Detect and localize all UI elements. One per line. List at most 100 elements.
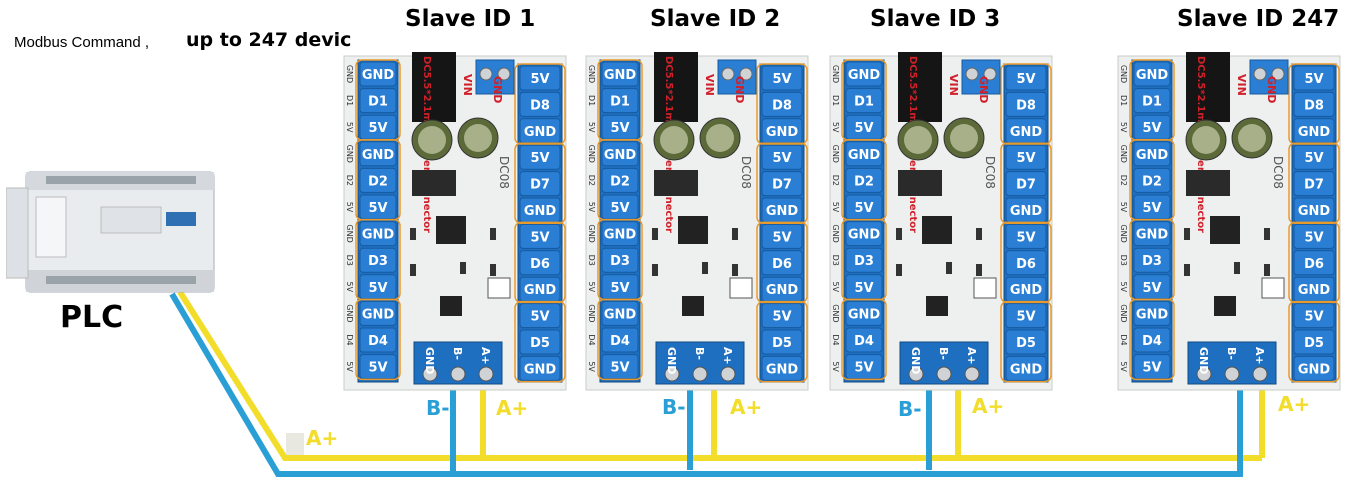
- terminal-label: GND: [1298, 362, 1331, 377]
- silkscreen-label: 5V: [345, 122, 354, 133]
- terminal-label: D1: [368, 95, 388, 110]
- terminal-label: D6: [772, 257, 792, 272]
- silkscreen-label: D1: [345, 95, 354, 106]
- silkscreen-label: 5V: [1119, 282, 1128, 293]
- terminal-label: GND: [362, 307, 395, 322]
- rs485-terminal-label: GND: [423, 347, 436, 374]
- terminal-label: 5V: [530, 72, 549, 87]
- terminal-label: 5V: [1304, 151, 1323, 166]
- terminal-label: D6: [1016, 257, 1036, 272]
- mcu-chip: [922, 216, 952, 244]
- plc-device: [6, 152, 224, 300]
- rs485-terminal-label: GND: [665, 347, 678, 374]
- capacitor-top: [464, 124, 492, 152]
- terminal-label: D3: [368, 254, 388, 269]
- silkscreen-label: 5V: [587, 282, 596, 293]
- terminal-label: GND: [1136, 307, 1169, 322]
- screw-icon: [965, 367, 979, 381]
- terminal-label: GND: [766, 283, 799, 298]
- regulator-chip: [654, 170, 698, 196]
- silkscreen-label: D3: [587, 255, 596, 266]
- silkscreen-label: GND: [345, 224, 354, 242]
- vin-label: VIN: [947, 74, 960, 96]
- silkscreen-label: D3: [831, 255, 840, 266]
- screw-icon: [451, 367, 465, 381]
- slave-2-title: Slave ID 2: [650, 6, 780, 32]
- terminal-label: GND: [604, 307, 637, 322]
- silkscreen-label: D2: [345, 175, 354, 186]
- terminal-label: GND: [524, 125, 557, 140]
- terminal-label: GND: [1010, 204, 1043, 219]
- slave-247-title: Slave ID 247: [1177, 6, 1339, 32]
- rs485-terminal-label: GND: [909, 347, 922, 374]
- terminal-label: 5V: [530, 230, 549, 245]
- terminal-label: GND: [524, 204, 557, 219]
- silkscreen-label: 5V: [831, 361, 840, 372]
- terminal-label: 5V: [1304, 310, 1323, 325]
- smd-part: [896, 228, 902, 240]
- terminal-label: 5V: [854, 281, 873, 296]
- terminal-label: D2: [368, 174, 388, 189]
- rs485-terminal-label: A+: [479, 347, 492, 365]
- rs485-terminal-label: A+: [1253, 347, 1266, 365]
- terminal-label: D1: [1142, 95, 1162, 110]
- terminal-label: GND: [1298, 204, 1331, 219]
- regulator-chip: [898, 170, 942, 196]
- silkscreen-label: 5V: [831, 122, 840, 133]
- silkscreen-label: D1: [1119, 95, 1128, 106]
- smd-part: [702, 262, 708, 274]
- mcu-chip: [678, 216, 708, 244]
- smd-part: [946, 262, 952, 274]
- terminal-label: D2: [610, 174, 630, 189]
- capacitor-top: [660, 126, 688, 154]
- terminal-label: GND: [766, 125, 799, 140]
- silkscreen-label: 5V: [345, 202, 354, 213]
- terminal-label: D5: [772, 336, 792, 351]
- bus-a-label: A+: [730, 395, 762, 419]
- terminal-label: GND: [1136, 228, 1169, 243]
- terminal-label: 5V: [1016, 72, 1035, 87]
- silkscreen-label: GND: [1119, 65, 1128, 83]
- terminal-label: D5: [1304, 336, 1324, 351]
- screw-icon: [722, 68, 734, 80]
- terminal-label: D8: [1304, 98, 1324, 113]
- slave-board-1: GND GND D1 D1 5V 5V GND GND D2 D2 5V 5V GND GND D3 D3 5V…: [340, 52, 570, 392]
- terminal-label: GND: [848, 148, 881, 163]
- terminal-label: 5V: [368, 201, 387, 216]
- terminal-label: D2: [854, 174, 874, 189]
- power-gnd-label: GND: [1265, 76, 1278, 103]
- vin-label: VIN: [1235, 74, 1248, 96]
- terminal-label: 5V: [530, 310, 549, 325]
- rs485-chip: [440, 296, 462, 316]
- smd-part: [410, 264, 416, 276]
- terminal-label: D8: [530, 98, 550, 113]
- bus-b-label: B-: [898, 397, 922, 421]
- silkscreen-label: GND: [345, 65, 354, 83]
- vin-label: VIN: [461, 74, 474, 96]
- silkscreen-label: D4: [1119, 334, 1128, 345]
- plc-label: PLC: [60, 300, 123, 335]
- terminal-label: 5V: [772, 72, 791, 87]
- terminal-label: D7: [1016, 178, 1036, 193]
- terminal-label: 5V: [854, 201, 873, 216]
- silkscreen-label: D3: [345, 255, 354, 266]
- terminal-label: 5V: [610, 361, 629, 376]
- screw-icon: [966, 68, 978, 80]
- terminal-label: GND: [766, 204, 799, 219]
- rs485-terminal-label: B-: [937, 347, 950, 360]
- modbus-command-label: Modbus Command ,: [14, 34, 149, 51]
- bus-b-label: B-: [426, 396, 450, 420]
- terminal-label: 5V: [610, 121, 629, 136]
- jumper-header: [1262, 278, 1284, 298]
- terminal-label: GND: [766, 362, 799, 377]
- terminal-label: 5V: [1142, 281, 1161, 296]
- jumper-header: [974, 278, 996, 298]
- capacitor-top: [950, 124, 978, 152]
- terminal-label: GND: [1136, 148, 1169, 163]
- silkscreen-label: 5V: [1119, 361, 1128, 372]
- model-label: DC08: [497, 156, 511, 189]
- terminal-label: D6: [530, 257, 550, 272]
- slave-3-title: Slave ID 3: [870, 6, 1000, 32]
- smd-part: [1264, 264, 1270, 276]
- screw-icon: [721, 367, 735, 381]
